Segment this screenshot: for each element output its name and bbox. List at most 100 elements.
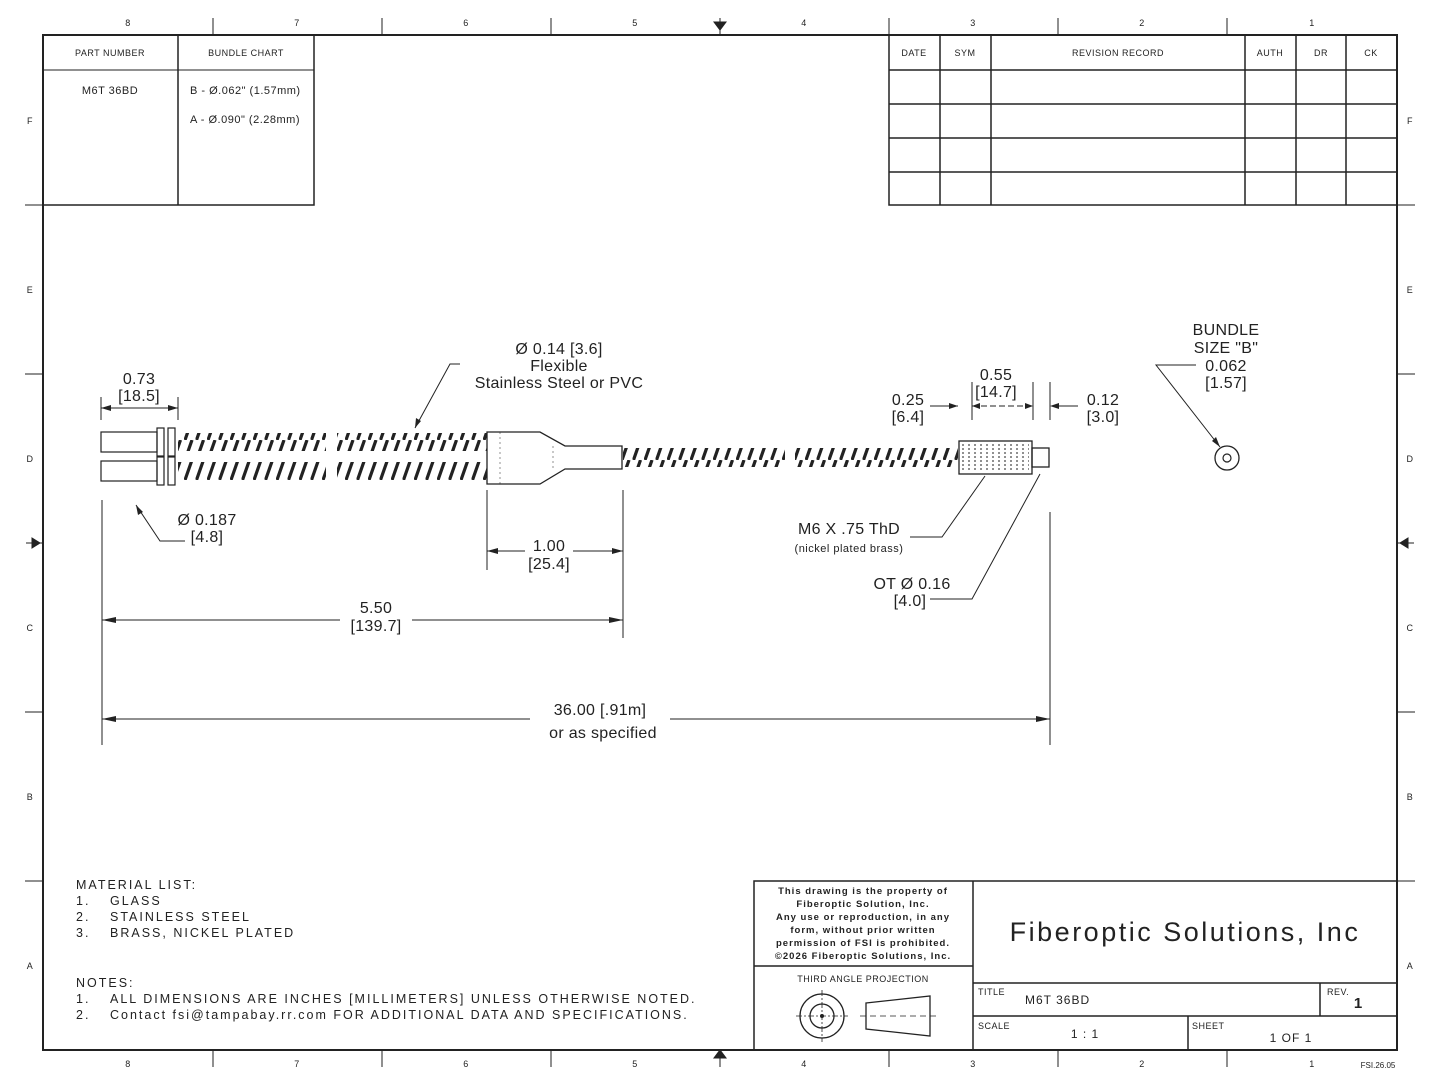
svg-text:1: 1 [1309, 18, 1315, 28]
svg-text:C: C [27, 623, 34, 633]
note-item: ALL DIMENSIONS ARE INCHES [MILLIMETERS] … [110, 992, 697, 1006]
bundle-row-b: B - Ø.062" (1.57mm) [190, 85, 301, 97]
svg-text:©2026 Fiberoptic Solutions, In: ©2026 Fiberoptic Solutions, Inc. [775, 951, 951, 962]
left-ferrules [100, 427, 176, 486]
svg-text:SIZE "B": SIZE "B" [1194, 340, 1258, 357]
svg-text:Stainless Steel or PVC: Stainless Steel or PVC [475, 375, 643, 392]
svg-text:4: 4 [801, 1059, 807, 1069]
svg-text:DR: DR [1314, 48, 1328, 58]
svg-text:6: 6 [463, 18, 469, 28]
svg-text:0.062: 0.062 [1205, 358, 1247, 375]
notes: NOTES: 1. ALL DIMENSIONS ARE INCHES [MIL… [76, 976, 697, 1022]
part-number-header: PART NUMBER [75, 48, 145, 58]
svg-text:AUTH: AUTH [1257, 48, 1284, 58]
svg-text:7: 7 [294, 18, 300, 28]
material-item: STAINLESS STEEL [110, 910, 251, 924]
svg-text:F: F [1407, 116, 1413, 126]
dim-ferrule-length: 0.73 [123, 371, 155, 388]
svg-text:4: 4 [801, 18, 807, 28]
svg-text:D: D [27, 454, 34, 464]
svg-text:[25.4]: [25.4] [528, 556, 570, 573]
svg-text:B: B [1407, 792, 1414, 802]
dim-overall-length: 36.00 [.91m] [554, 702, 647, 719]
revision-table: DATE SYM REVISION RECORD AUTH DR CK [888, 34, 1398, 206]
dimension-arrows [101, 403, 1220, 722]
rev-label: REV. [1327, 987, 1349, 997]
zone-row-labels-right: F E D C B A [1407, 116, 1414, 971]
dim-ferrule-diameter: Ø 0.187 [177, 512, 236, 529]
svg-text:7: 7 [294, 1059, 300, 1069]
dim-tip-length: 0.12 [1087, 392, 1119, 409]
projection-label: THIRD ANGLE PROJECTION [797, 974, 929, 984]
svg-text:1.: 1. [76, 894, 90, 908]
svg-text:6: 6 [463, 1059, 469, 1069]
svg-text:This drawing is the property o: This drawing is the property of [778, 886, 948, 897]
bundle-row-a: A - Ø.090" (2.28mm) [190, 114, 300, 126]
zone-column-labels-bottom: 8 7 6 5 4 3 2 1 [125, 1059, 1315, 1069]
svg-text:5: 5 [632, 18, 638, 28]
material-item: GLASS [110, 894, 162, 908]
zone-row-labels-left: F E D C B A [27, 116, 34, 971]
svg-text:[3.0]: [3.0] [1087, 409, 1120, 426]
threaded-end-fitting [958, 440, 1050, 475]
zone-column-labels-top: 8 7 6 5 4 3 2 1 [125, 18, 1315, 28]
common-cable [623, 448, 958, 467]
svg-text:permission of FSI is prohibite: permission of FSI is prohibited. [776, 938, 950, 949]
title-value: M6T 36BD [1025, 993, 1090, 1007]
material-list-title: MATERIAL LIST: [76, 878, 197, 892]
sheet-value: 1 OF 1 [1270, 1031, 1313, 1045]
material-item: BRASS, NICKEL PLATED [110, 926, 295, 940]
svg-text:or as specified: or as specified [549, 725, 657, 742]
svg-text:[4.0]: [4.0] [894, 593, 927, 610]
upper-leg-cable [178, 433, 487, 451]
dim-cable-diameter: Ø 0.14 [3.6] [515, 341, 602, 358]
svg-text:5: 5 [632, 1059, 638, 1069]
svg-text:B: B [27, 792, 34, 802]
svg-text:C: C [1407, 623, 1414, 633]
note-item: Contact fsi@tampabay.rr.com FOR ADDITION… [110, 1008, 689, 1022]
svg-text:2: 2 [1139, 18, 1145, 28]
svg-text:[14.7]: [14.7] [975, 384, 1017, 401]
svg-text:2: 2 [1139, 1059, 1145, 1069]
centering-marks [26, 18, 1414, 1067]
material-list: MATERIAL LIST: 1. GLASS 2. STAINLESS STE… [76, 878, 295, 940]
dim-breakout-length: 1.00 [533, 538, 565, 555]
svg-text:A: A [27, 961, 34, 971]
company-name: Fiberoptic Solutions, Inc [1010, 917, 1361, 947]
third-angle-projection-icon [796, 990, 936, 1042]
svg-text:1: 1 [1309, 1059, 1315, 1069]
bundle-end-view [1214, 445, 1240, 471]
notes-title: NOTES: [76, 976, 135, 990]
svg-text:CK: CK [1364, 48, 1378, 58]
svg-text:Any use or reproduction, in an: Any use or reproduction, in any [776, 912, 950, 923]
svg-text:[6.4]: [6.4] [892, 409, 925, 426]
bundle-size-label: BUNDLE [1193, 322, 1260, 339]
svg-text:Fiberoptic Solution, Inc.: Fiberoptic Solution, Inc. [796, 899, 929, 910]
svg-text:E: E [27, 285, 34, 295]
sheet-label: SHEET [1192, 1021, 1225, 1031]
svg-text:3: 3 [970, 18, 976, 28]
scale-value: 1 : 1 [1071, 1027, 1099, 1041]
dimension-labels: 0.73 [18.5] Ø 0.14 [3.6] Flexible Stainl… [118, 322, 1259, 742]
dim-leg-length: 5.50 [360, 600, 392, 617]
svg-text:F: F [27, 116, 33, 126]
lower-leg-cable [178, 462, 487, 480]
dim-tip-diameter: OT Ø 0.16 [873, 576, 950, 593]
svg-text:form, without prior written: form, without prior written [790, 925, 935, 936]
svg-text:E: E [1407, 285, 1414, 295]
svg-text:DATE: DATE [901, 48, 926, 58]
part-number-table: PART NUMBER BUNDLE CHART M6T 36BD B - Ø.… [42, 34, 315, 206]
svg-text:1.: 1. [76, 992, 90, 1006]
svg-text:[4.8]: [4.8] [191, 529, 224, 546]
drawing-frame [42, 34, 1398, 1051]
scale-label: SCALE [978, 1021, 1010, 1031]
svg-text:Flexible: Flexible [530, 358, 588, 375]
svg-text:8: 8 [125, 1059, 131, 1069]
breakout-boot [486, 431, 623, 485]
document-code: FSI.26.05 [1361, 1061, 1396, 1070]
svg-text:3: 3 [970, 1059, 976, 1069]
bundle-chart-header: BUNDLE CHART [208, 48, 284, 58]
thread-spec: M6 X .75 ThD [798, 521, 900, 538]
svg-text:D: D [1407, 454, 1414, 464]
